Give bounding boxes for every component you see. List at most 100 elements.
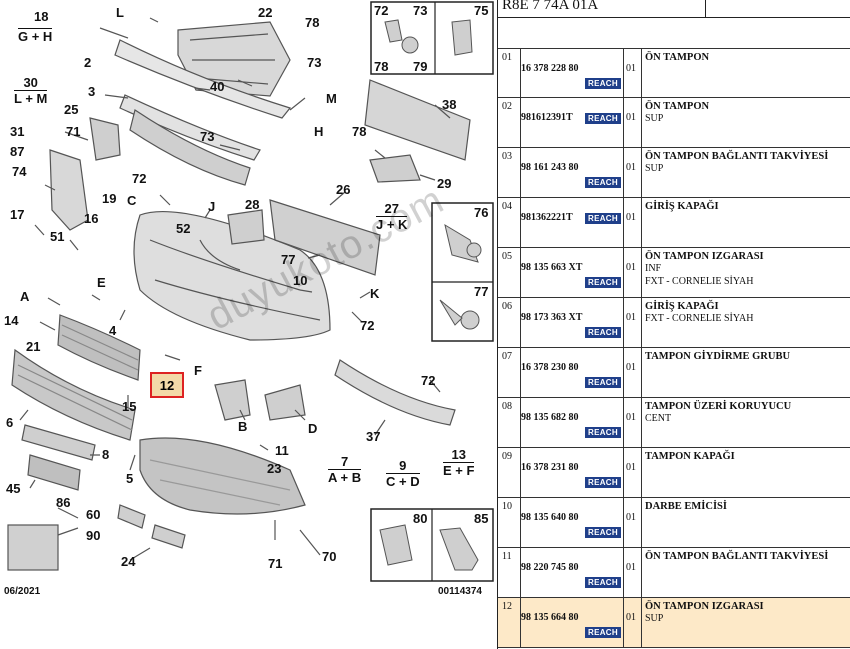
- callout-C[interactable]: C: [127, 193, 137, 208]
- callout-38[interactable]: 38: [442, 97, 457, 112]
- callout-M[interactable]: M: [326, 91, 337, 106]
- callout-87[interactable]: 87: [10, 144, 25, 159]
- kit-18-label[interactable]: 18 G + H: [18, 28, 53, 44]
- callout-24[interactable]: 24: [121, 554, 136, 569]
- callout-86[interactable]: 86: [56, 495, 71, 510]
- callout-H[interactable]: H: [314, 124, 324, 139]
- callout-L[interactable]: L: [116, 5, 124, 20]
- part-number[interactable]: 98 220 745 80: [521, 562, 579, 573]
- kit-30[interactable]: 30 L + M: [14, 75, 48, 107]
- callout-B[interactable]: B: [238, 419, 248, 434]
- callout-40[interactable]: 40: [210, 79, 225, 94]
- kit-13[interactable]: 13 E + F: [443, 447, 475, 479]
- callout-80[interactable]: 80: [413, 511, 428, 526]
- callout-78b[interactable]: 78: [352, 124, 367, 139]
- callout-4[interactable]: 4: [109, 323, 117, 338]
- callout-73[interactable]: 73: [307, 55, 322, 70]
- callout-31[interactable]: 31: [10, 124, 25, 139]
- kit-27[interactable]: 27 J + K: [376, 201, 408, 233]
- callout-72b[interactable]: 72: [360, 318, 375, 333]
- callout-77[interactable]: 77: [281, 252, 296, 267]
- callout-25[interactable]: 25: [64, 102, 79, 117]
- callout-37[interactable]: 37: [366, 429, 381, 444]
- callout-10[interactable]: 10: [293, 273, 308, 288]
- callout-23[interactable]: 23: [267, 461, 282, 476]
- callout-6[interactable]: 6: [6, 415, 14, 430]
- part-number[interactable]: 981612391T: [521, 112, 573, 123]
- callout-73d[interactable]: 73: [413, 3, 428, 18]
- callout-90[interactable]: 90: [86, 528, 101, 543]
- kit-7[interactable]: 7 A + B: [328, 454, 362, 486]
- callout-A[interactable]: A: [20, 289, 30, 304]
- part-number[interactable]: 16 378 228 80: [521, 63, 579, 74]
- callout-F[interactable]: F: [194, 363, 202, 378]
- callout-72d[interactable]: 72: [374, 3, 389, 18]
- callout-45[interactable]: 45: [6, 481, 21, 496]
- callout-70[interactable]: 70: [322, 549, 337, 564]
- callout-72[interactable]: 72: [132, 171, 147, 186]
- callout-14[interactable]: 14: [4, 313, 19, 328]
- callout-K[interactable]: K: [370, 286, 380, 301]
- callout-60[interactable]: 60: [86, 507, 101, 522]
- description-cell: TAMPON GİYDİRME GRUBU: [645, 351, 849, 362]
- callout-8[interactable]: 8: [102, 447, 110, 462]
- callout-72c[interactable]: 72: [421, 373, 436, 388]
- part-number[interactable]: 98 161 243 80: [521, 162, 579, 173]
- callout-18[interactable]: 18: [34, 9, 49, 24]
- part-number[interactable]: 98 135 682 80: [521, 412, 579, 423]
- callout-73b[interactable]: 73: [200, 129, 215, 144]
- callout-29[interactable]: 29: [437, 176, 452, 191]
- callout-15[interactable]: 15: [122, 399, 137, 414]
- callout-28[interactable]: 28: [245, 197, 260, 212]
- part-number[interactable]: 16 378 230 80: [521, 362, 579, 373]
- callout-75[interactable]: 75: [474, 3, 489, 18]
- callout-D[interactable]: D: [308, 421, 318, 436]
- kit-9[interactable]: 9 C + D: [386, 458, 420, 490]
- part-number[interactable]: 98 135 663 XT: [521, 262, 583, 273]
- part-number[interactable]: 98 173 363 XT: [521, 312, 583, 323]
- part-number[interactable]: 98 135 640 80: [521, 512, 579, 523]
- callout-71[interactable]: 71: [66, 124, 81, 139]
- callout-22[interactable]: 22: [258, 5, 273, 20]
- callout-5[interactable]: 5: [126, 471, 134, 486]
- callout-78[interactable]: 78: [305, 15, 320, 30]
- callout-J[interactable]: J: [208, 199, 216, 214]
- callout-76[interactable]: 76: [474, 205, 489, 220]
- callout-74[interactable]: 74: [12, 164, 27, 179]
- callout-E[interactable]: E: [97, 275, 106, 290]
- part-number[interactable]: 98 135 664 80: [521, 612, 579, 623]
- callout-3[interactable]: 3: [88, 84, 96, 99]
- part-number[interactable]: 16 378 231 80: [521, 462, 579, 473]
- callout-79[interactable]: 79: [413, 59, 428, 74]
- callout-85[interactable]: 85: [474, 511, 489, 526]
- callout-19[interactable]: 19: [102, 191, 117, 206]
- callout-26[interactable]: 26: [336, 182, 351, 197]
- row-number: 06: [502, 301, 512, 312]
- callout-77b[interactable]: 77: [474, 284, 489, 299]
- callout-16[interactable]: 16: [84, 211, 99, 226]
- callout-2[interactable]: 2: [84, 55, 92, 70]
- callout-71b[interactable]: 71: [268, 556, 283, 571]
- selected-callout-12[interactable]: 12: [150, 372, 184, 398]
- callout-11[interactable]: 11: [275, 443, 289, 458]
- callout-78d[interactable]: 78: [374, 59, 389, 74]
- callout-52[interactable]: 52: [176, 221, 191, 236]
- part-number[interactable]: 981362221T: [521, 212, 573, 223]
- part-description: ÖN TAMPON IZGARASI: [645, 601, 764, 612]
- callout-21[interactable]: 21: [26, 339, 41, 354]
- callout-51[interactable]: 51: [50, 229, 65, 244]
- callout-17[interactable]: 17: [10, 207, 25, 222]
